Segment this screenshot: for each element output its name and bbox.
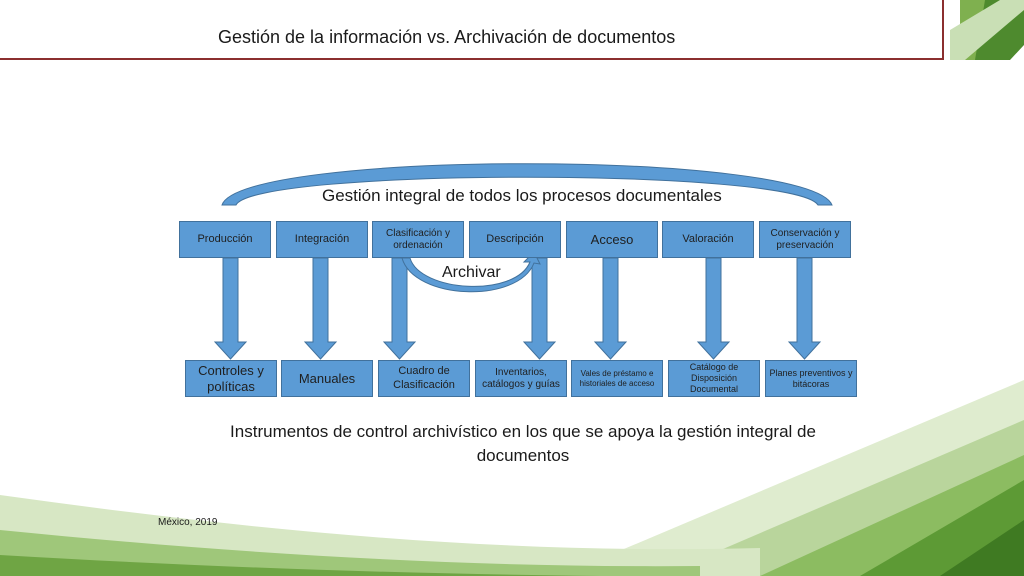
corner-divider [942,0,944,60]
arrow-valoracion [696,257,731,360]
process-acceso: Acceso [566,221,658,258]
integral-arch [221,163,833,206]
title-divider [0,58,944,60]
instrument-controles: Controles y políticas [185,360,277,397]
arrow-integracion [303,257,338,360]
slide-title: Gestión de la información vs. Archivació… [218,27,676,47]
footer-date: México, 2019 [158,517,218,528]
arrow-descripcion [522,257,557,360]
instrument-inventarios: Inventarios, catálogos y guías [475,360,567,397]
arrow-clasificacion [382,257,417,360]
instrument-cuadro: Cuadro de Clasificación [378,360,470,397]
instruments-caption: Instrumentos de control archivístico en … [230,422,816,465]
process-integracion: Integración [276,221,368,258]
instrument-manuales: Manuales [281,360,373,397]
process-clasificacion: Clasificación y ordenación [372,221,464,258]
integral-process-label: Gestión integral de todos los procesos d… [322,186,722,205]
arrow-produccion [213,257,248,360]
instrument-planes: Planes preventivos y bitácoras [765,360,857,397]
archivar-loop [401,251,541,293]
process-conservacion: Conservación y preservación [759,221,851,258]
process-produccion: Producción [179,221,271,258]
arrow-acceso [593,257,628,360]
arrow-conservacion [787,257,822,360]
instrument-vales: Vales de préstamo e historiales de acces… [571,360,663,397]
process-valoracion: Valoración [662,221,754,258]
process-descripcion: Descripción [469,221,561,258]
archivar-label: Archivar [442,264,501,281]
instrument-catalogo: Catálogo de Disposición Documental [668,360,760,397]
